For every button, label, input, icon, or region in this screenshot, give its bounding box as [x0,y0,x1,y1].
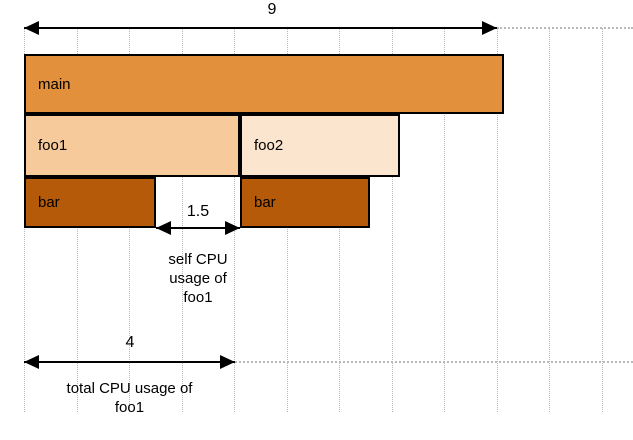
top-guide-dotted [497,27,633,29]
frame-bar-1[interactable]: bar [24,177,156,228]
frame-label-main: main [38,75,71,93]
frame-foo2[interactable]: foo2 [240,114,400,177]
arrowhead-left-icon [24,21,39,35]
gridline [602,28,603,412]
frame-label-foo1: foo1 [38,137,68,154]
caption-self-cpu-line-2: usage of [169,270,227,287]
measure-value-self-cpu: 1.5 [186,203,210,220]
caption-self-cpu-usage: self CPU usage of foo1 [138,250,258,307]
gridline [549,28,550,412]
gridline [182,28,183,412]
frame-foo1[interactable]: foo1 [24,114,240,177]
caption-self-cpu-line-1: self CPU [168,251,228,268]
frame-label-foo2: foo2 [254,137,284,154]
frame-label-bar-1: bar [38,194,60,211]
gridline [234,28,235,412]
arrowhead-right-icon [225,221,240,235]
caption-total-cpu-line-1: total CPU usage of [66,380,193,397]
arrowhead-right-icon [482,21,497,35]
measure-value-total-width: 9 [267,1,277,18]
frame-label-bar-2: bar [254,194,276,211]
caption-total-cpu-usage: total CPU usage of foo1 [24,379,235,417]
arrowhead-left-icon [24,355,39,369]
frame-main[interactable]: main [24,54,504,114]
measure-value-total-cpu: 4 [125,334,135,351]
frame-bar-2[interactable]: bar [240,177,370,228]
arrowhead-right-icon [220,355,235,369]
gridline [392,28,393,412]
arrowhead-left-icon [156,221,171,235]
caption-total-cpu-line-2: foo1 [114,399,145,416]
gridline [444,28,445,412]
total-cpu-guide-dotted [235,361,633,363]
caption-self-cpu-line-3: foo1 [183,289,213,306]
gridline [497,28,498,412]
